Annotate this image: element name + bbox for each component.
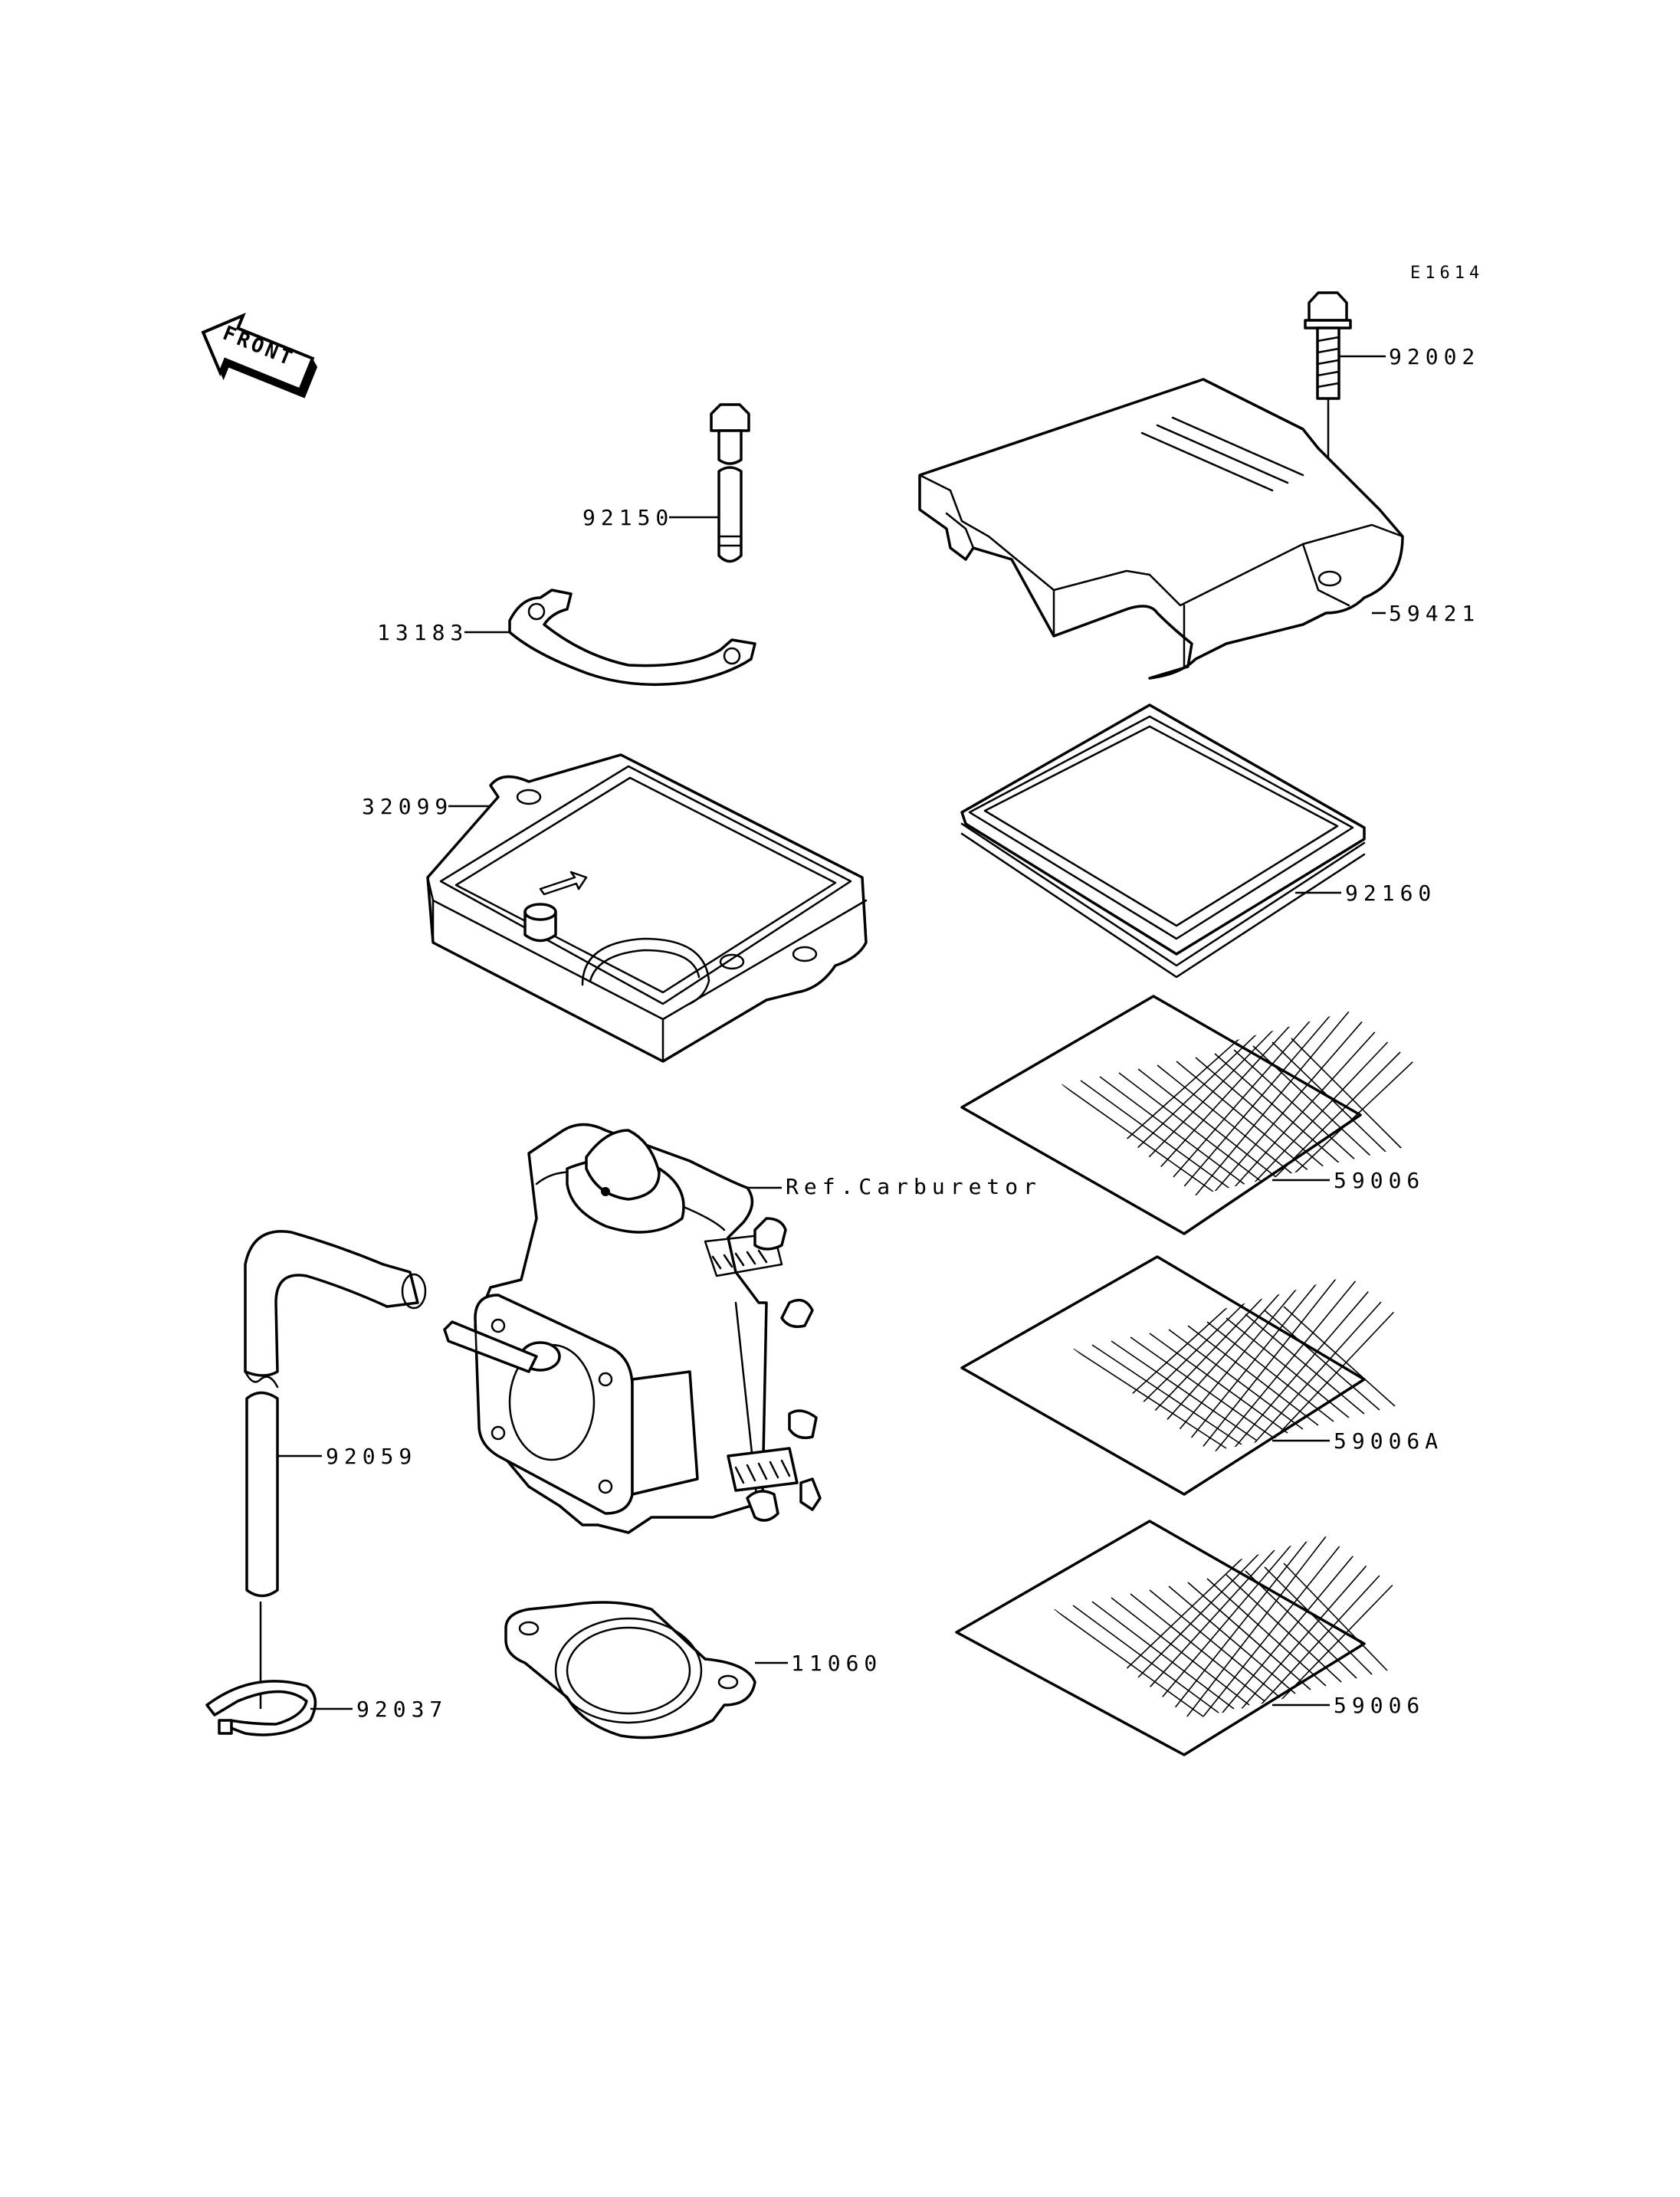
callout-59006-bottom: 59006 <box>1334 1693 1425 1718</box>
front-arrow-icon <box>201 312 318 398</box>
callout-32099: 32099 <box>362 794 453 819</box>
callout-92037: 92037 <box>356 1697 448 1722</box>
callout-92059: 92059 <box>326 1444 417 1469</box>
part-92160-gasket <box>960 703 1366 979</box>
part-59421-cover <box>918 378 1404 680</box>
callout-59421: 59421 <box>1389 601 1480 626</box>
part-59006-screen-top <box>960 995 1426 1235</box>
part-13183-bracket <box>508 589 756 687</box>
callout-11060: 11060 <box>791 1651 882 1676</box>
part-11060-gasket <box>504 1601 756 1740</box>
callout-13183: 13183 <box>377 620 468 645</box>
callout-92002: 92002 <box>1389 344 1480 369</box>
part-92059-hose <box>244 1230 427 1709</box>
callout-92160: 92160 <box>1345 880 1436 906</box>
diagram-id: E1614 <box>1410 264 1484 283</box>
part-32099-case <box>426 753 868 1063</box>
callout-59006-top: 59006 <box>1334 1168 1425 1193</box>
part-59006A-screen <box>960 1255 1403 1496</box>
part-92150-bolt <box>710 403 750 563</box>
callout-59006A: 59006A <box>1334 1428 1443 1454</box>
part-59006-screen-bottom <box>955 1520 1403 1756</box>
ref-carburetor <box>443 1123 822 1534</box>
part-92037-clamp <box>205 1680 317 1736</box>
callout-ref-carburetor: Ref.Carburetor <box>786 1174 1042 1199</box>
callout-92150: 92150 <box>582 505 674 530</box>
